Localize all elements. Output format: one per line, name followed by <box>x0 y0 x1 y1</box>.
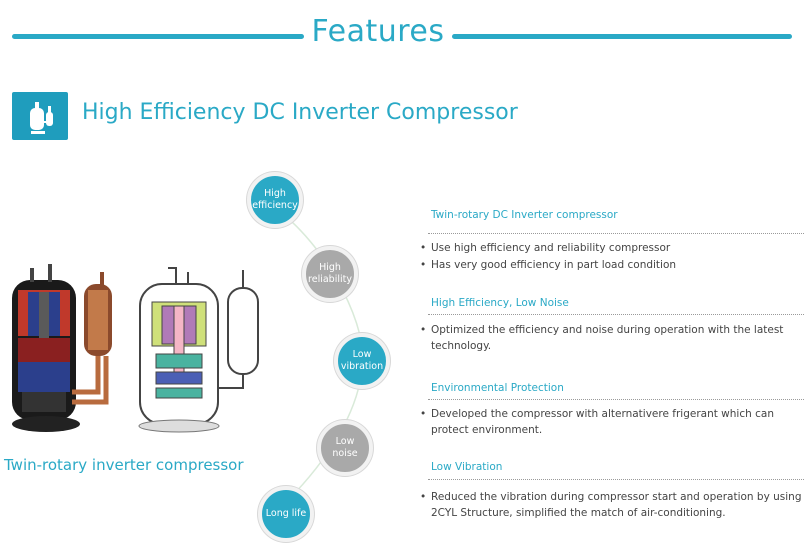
bubble-label: Long life <box>265 508 307 519</box>
header-rule-right <box>452 34 792 39</box>
feature-bullet-text: Use high efficiency and reliability comp… <box>431 242 671 254</box>
feature-bullet-text: Has very good efficiency in part load co… <box>431 259 677 271</box>
bubble-high-efficiency: High efficiency <box>247 172 303 228</box>
feature-title: Low Vibration <box>431 461 503 473</box>
feature-bullet: •Optimized the efficiency and noise duri… <box>420 322 804 354</box>
feature-bullet: •Use high efficiency and reliability com… <box>420 240 804 256</box>
bubble-label: Low noise <box>332 436 358 459</box>
feature-bullet-text: Optimized the efficiency and noise durin… <box>431 324 784 352</box>
compressor-icon <box>12 92 68 140</box>
bubble-low-noise: Low noise <box>317 420 373 476</box>
bubble-high-reliability: High reliability <box>302 246 358 302</box>
feature-divider <box>428 314 804 315</box>
bubble-label: High reliability <box>308 262 352 285</box>
compressor-schematic-image <box>138 267 259 433</box>
feature-title: High Efficiency, Low Noise <box>431 297 569 309</box>
compressor-cutaway-image <box>12 264 112 432</box>
feature-bullet: •Has very good efficiency in part load c… <box>420 257 804 273</box>
page-title: Features <box>311 14 445 49</box>
section-title: High Efficiency DC Inverter Compressor <box>82 100 518 125</box>
feature-title: Twin-rotary DC Inverter compressor <box>431 209 618 221</box>
feature-divider <box>428 233 804 234</box>
bubble-long-life: Long life <box>258 486 314 542</box>
image-caption: Twin-rotary inverter compressor <box>4 456 244 474</box>
feature-divider <box>428 399 804 400</box>
bubble-low-vibration: Low vibration <box>334 333 390 389</box>
feature-bullet: •Reduced the vibration during compressor… <box>420 489 804 521</box>
feature-bullet-text: Developed the compressor with alternativ… <box>431 408 774 436</box>
header-rule-left <box>12 34 304 39</box>
bubble-label: Low vibration <box>340 349 384 372</box>
feature-title: Environmental Protection <box>431 382 564 394</box>
bubble-label: High efficiency <box>252 188 298 211</box>
feature-bullet: •Developed the compressor with alternati… <box>420 406 804 438</box>
feature-divider <box>428 479 804 480</box>
feature-bullet-text: Reduced the vibration during compressor … <box>431 491 802 519</box>
